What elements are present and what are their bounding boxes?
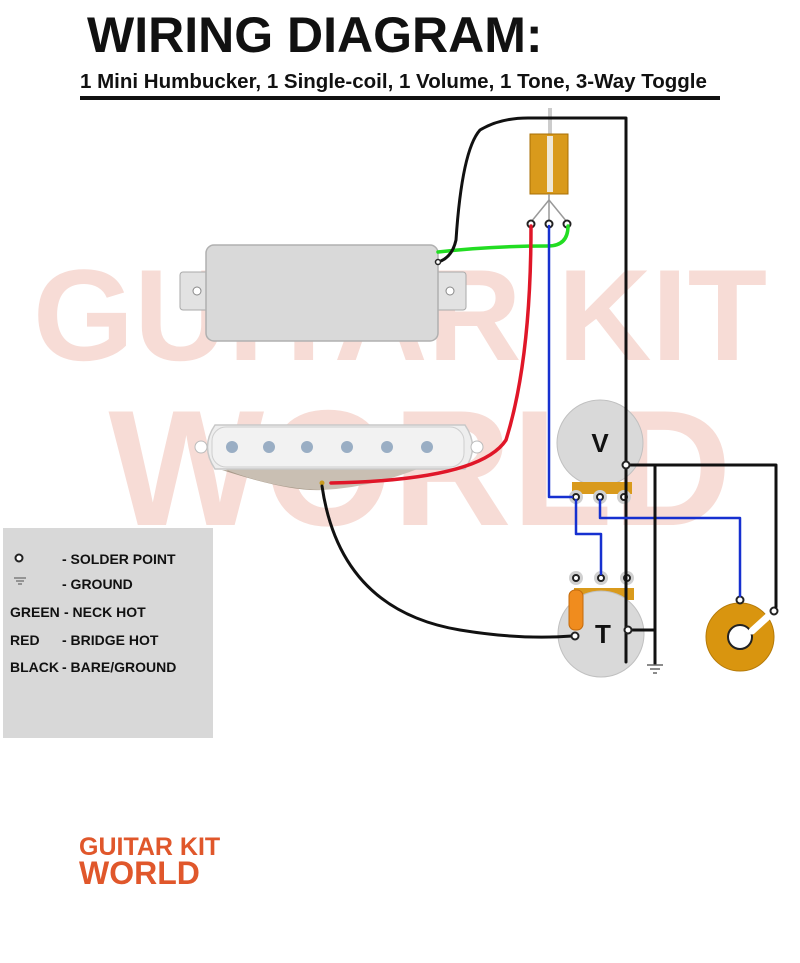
legend-panel [3, 528, 213, 738]
solder-point-humbucker-ground [434, 258, 442, 266]
wire-blue-toggle-to-volume [547, 224, 574, 499]
output-jack-tip-lug [769, 606, 779, 616]
wire-blue-volume-to-jack [598, 498, 742, 598]
legend-black-key: BLACK [10, 659, 59, 675]
single-coil-screw-right [470, 440, 484, 454]
legend-solder-point-icon [14, 553, 24, 563]
legend-green-desc: - NECK HOT [64, 604, 146, 620]
solder-point-volume-case [621, 460, 631, 470]
single-coil-cover [211, 426, 465, 468]
page-subtitle: 1 Mini Humbucker, 1 Single-coil, 1 Volum… [80, 70, 707, 93]
legend-green-key: GREEN [10, 604, 60, 620]
legend-ground-label: - GROUND [62, 576, 133, 592]
wire-green-neck-hot [436, 224, 570, 254]
tone-pot: T [557, 571, 645, 678]
solder-point-tone-case [623, 625, 633, 635]
legend-red-key: RED [10, 632, 40, 648]
pole-piece-1 [226, 441, 238, 453]
tone-pot-label: T [595, 619, 611, 649]
volume-pot: V [556, 399, 644, 504]
ground-symbol [647, 664, 663, 674]
toggle-lever [548, 108, 552, 136]
pole-piece-2 [263, 441, 275, 453]
pole-piece-6 [421, 441, 433, 453]
legend-red-desc: - BRIDGE HOT [62, 632, 159, 648]
single-coil-screw-left [194, 440, 208, 454]
output-jack [705, 595, 779, 672]
wire-red-bridge-hot [329, 224, 533, 485]
wire-black-humbucker-ground [436, 116, 628, 664]
pole-piece-5 [381, 441, 393, 453]
brand-logo: GUITAR KIT WORLD [79, 833, 220, 891]
pole-piece-4 [341, 441, 353, 453]
single-coil-pickup [194, 424, 484, 491]
toggle-center-strip [547, 136, 553, 192]
humbucker-screw-right [445, 286, 455, 296]
tone-lug-1 [572, 574, 580, 582]
volume-pot-base [572, 482, 632, 494]
wire-blue-volume-to-tone [574, 498, 603, 576]
humbucker-cover [205, 244, 439, 342]
wire-black-single-coil-ground [320, 484, 574, 639]
toggle-switch [526, 108, 572, 229]
wires [320, 116, 778, 666]
tone-lug-2 [597, 574, 605, 582]
output-jack-hole [727, 624, 753, 650]
humbucker-screw-left [192, 286, 202, 296]
single-coil-bottom [222, 468, 420, 490]
solder-point-tone-ground [570, 631, 580, 641]
pole-piece-3 [301, 441, 313, 453]
legend-ground-icon [14, 577, 26, 585]
tone-capacitor [568, 589, 584, 631]
single-coil-solder-point [319, 480, 325, 486]
title-underline [80, 96, 720, 100]
volume-pot-label: V [591, 428, 609, 458]
humbucker-pickup [179, 244, 467, 342]
logo-line1: GUITAR KIT [79, 833, 220, 861]
legend-solder-point-label: - SOLDER POINT [62, 551, 176, 567]
wire-black-volume-to-jack [624, 463, 778, 609]
legend-black-desc: - BARE/GROUND [62, 659, 176, 675]
legend: - SOLDER POINT - GROUND GREEN - NECK HOT… [3, 528, 213, 738]
page-title: WIRING DIAGRAM: [87, 7, 543, 63]
output-jack-sleeve-lug [735, 595, 745, 605]
logo-line2: WORLD [79, 855, 200, 891]
